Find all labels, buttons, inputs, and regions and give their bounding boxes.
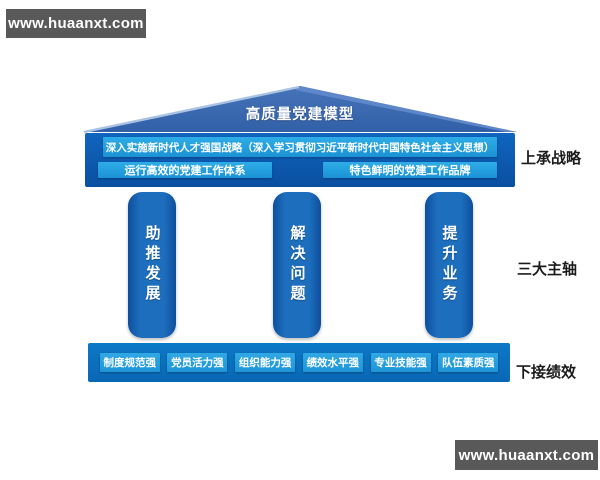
performance-box: 组织能力强 [235,353,296,372]
strategy-bar-main: 深入实施新时代人才强国战略（深入学习贯彻习近平新时代中国特色社会主义思想） [103,137,497,157]
watermark-bottom-right: www.huaanxt.com [455,440,598,470]
strategy-band: 深入实施新时代人才强国战略（深入学习贯彻习近平新时代中国特色社会主义思想） 运行… [85,133,515,187]
pillar-label: 助推发展 [143,225,161,305]
performance-box: 专业技能强 [370,353,431,372]
side-label-performance: 下接绩效 [516,364,577,381]
roof-triangle [80,84,520,134]
pillar-label: 提升业务 [440,225,458,305]
strategy-bar-system: 运行高效的党建工作体系 [98,162,272,178]
pillar-boost-development: 助推发展 [128,192,176,338]
strategy-bar-brand: 特色鲜明的党建工作品牌 [323,162,497,178]
pillar-label: 解决问题 [288,225,306,305]
performance-base: 制度规范强 党员活力强 组织能力强 绩效水平强 专业技能强 队伍素质强 [88,343,510,382]
side-label-axes: 三大主轴 [517,261,578,278]
performance-box: 制度规范强 [99,353,160,372]
pillar-improve-business: 提升业务 [425,192,473,338]
diagram-title: 高质量党建模型 [245,107,355,123]
side-label-strategy: 上承战略 [521,150,582,167]
performance-box: 队伍素质强 [438,353,499,372]
pillar-solve-problems: 解决问题 [273,192,321,338]
performance-box: 绩效水平强 [302,353,363,372]
roof-shape [83,85,517,134]
watermark-top-left: www.huaanxt.com [6,9,146,38]
performance-box: 党员活力强 [167,353,228,372]
